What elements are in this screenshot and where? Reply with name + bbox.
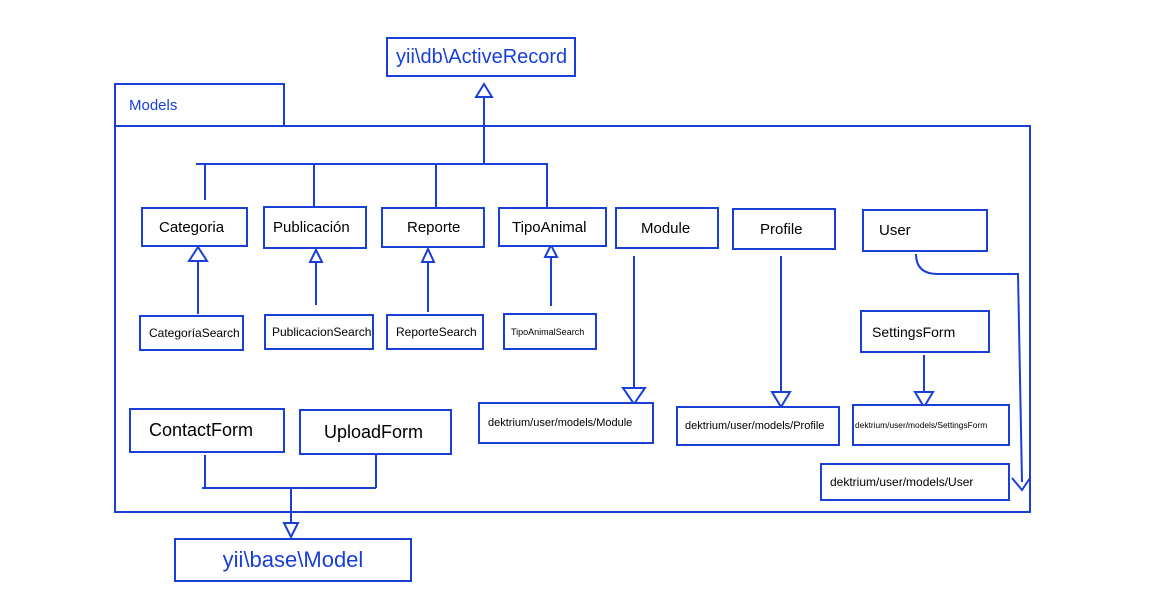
module-arrowhead (621, 387, 647, 406)
package-frame (114, 125, 1031, 513)
categoria-class: Categoria (141, 207, 248, 247)
categoria-search-class: CategoríaSearch (139, 315, 244, 351)
settings-form-class: SettingsForm (860, 310, 990, 353)
profile-arrowhead (770, 391, 792, 409)
active-record-arrowhead (474, 82, 494, 98)
active-record-label: yii\db\ActiveRecord (396, 45, 568, 68)
user-connector (915, 253, 1023, 483)
reporte-arrowhead (420, 246, 436, 263)
dektrium-user-class: dektrium/user/models/User (820, 463, 1010, 501)
package-tab (114, 83, 285, 126)
base-model-arrowhead (282, 522, 300, 540)
reporte-search-class: ReporteSearch (386, 314, 484, 350)
dektrium-module-class: dektrium/user/models/Module (478, 402, 654, 444)
settings-form-arrowhead (913, 391, 935, 409)
user-class: User (862, 209, 988, 252)
publicacion-class: Publicación (263, 206, 367, 249)
publicacion-search-class: PublicacionSearch (264, 314, 374, 350)
tipo-animal-class: TipoAnimal (498, 207, 607, 247)
user-arrowhead (1011, 477, 1031, 492)
base-model-label: yii\base\Model (222, 547, 364, 572)
tipo-animal-search-class: TipoAnimalSearch (503, 313, 597, 350)
tipo-animal-arrowhead (543, 242, 559, 258)
module-class: Module (615, 207, 719, 249)
dektrium-profile-class: dektrium/user/models/Profile (676, 406, 840, 446)
base-model-class: yii\base\Model (174, 538, 412, 582)
profile-class: Profile (732, 208, 836, 250)
active-record-class: yii\db\ActiveRecord (386, 37, 576, 77)
categoria-arrowhead (187, 245, 209, 262)
package-label: Models (129, 97, 178, 114)
publicacion-arrowhead (308, 247, 324, 263)
upload-form-class: UploadForm (299, 409, 452, 455)
contact-form-class: ContactForm (129, 408, 285, 453)
dektrium-settings-form-class: dektrium/user/models/SettingsForm (852, 404, 1010, 446)
reporte-class: Reporte (381, 207, 485, 248)
